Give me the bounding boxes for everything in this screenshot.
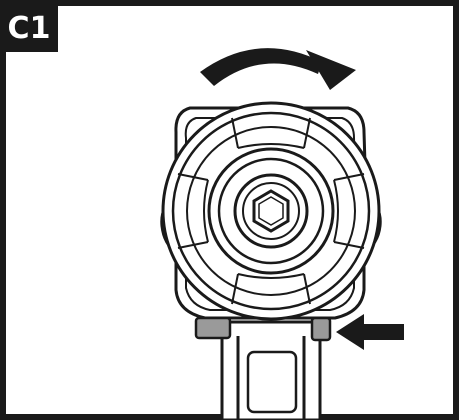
drill-handle	[220, 320, 322, 420]
figure-label: C1	[8, 11, 51, 46]
arrow-left-icon	[336, 314, 404, 350]
direction-selector-button	[194, 316, 332, 342]
figure-label-tab: C1	[0, 0, 58, 52]
curved-arrow-clockwise-icon	[200, 48, 356, 90]
hex-bit-socket-icon	[252, 189, 290, 233]
